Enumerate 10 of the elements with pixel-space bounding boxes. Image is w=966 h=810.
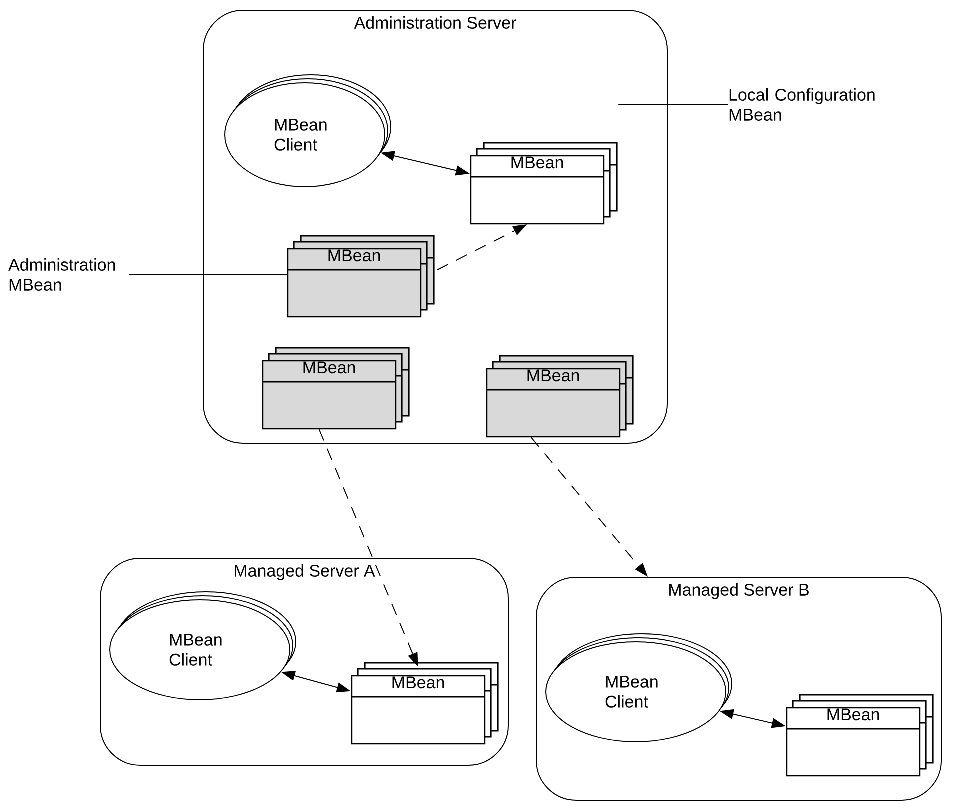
mbean-stack: MBean <box>262 347 410 430</box>
leader-line <box>128 274 288 276</box>
callout-label: Local Configuration MBean <box>730 88 875 121</box>
callout-label: Administration MBean <box>8 258 116 291</box>
mbean-stack: MBean <box>786 694 934 777</box>
mbean-stack: MBean <box>351 662 499 745</box>
leader-line <box>618 104 728 106</box>
mbean-stack: MBean <box>287 235 435 318</box>
mbean-stack: MBean <box>470 142 618 225</box>
mbean-stack: MBean <box>486 355 634 438</box>
